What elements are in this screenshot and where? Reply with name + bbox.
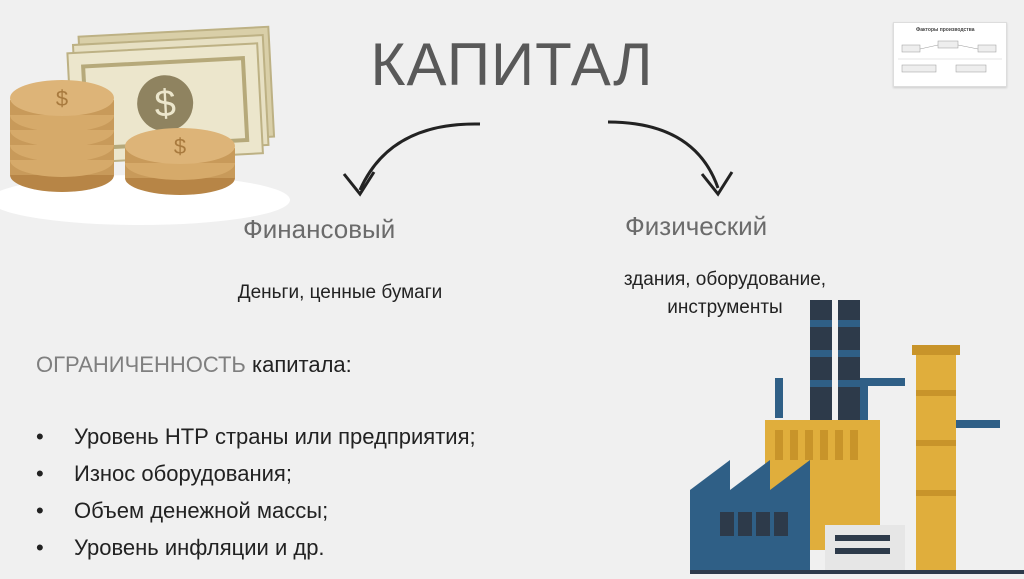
slide-title: КАПИТАЛ <box>370 31 654 98</box>
money-stack-illustration: $ $ $ <box>0 20 290 230</box>
curved-arrow-left-icon <box>342 122 481 197</box>
physical-capital-heading: Физический <box>625 211 768 241</box>
svg-text:$: $ <box>154 83 177 126</box>
physical-capital-description: здания, оборудование, инструменты <box>575 266 875 322</box>
limitation-heading: ОГРАНИЧЕННОСТЬ капитала: <box>36 352 352 378</box>
curved-arrow-right-icon <box>607 120 734 197</box>
svg-text:$: $ <box>174 134 186 159</box>
factory-illustration <box>690 290 1024 574</box>
limitation-accent: ОГРАНИЧЕННОСТЬ <box>36 352 246 377</box>
list-item: Износ оборудования; <box>36 455 476 492</box>
list-item: Уровень инфляции и др. <box>36 529 476 566</box>
financial-capital-heading: Финансовый <box>243 214 396 244</box>
slide-thumbnail[interactable]: Факторы производства <box>893 22 1007 87</box>
thumbnail-diagram <box>898 40 1002 73</box>
limitation-rest: капитала: <box>245 352 352 377</box>
physical-description-line: здания, оборудование, <box>623 269 827 290</box>
financial-capital-description: Деньги, ценные бумаги <box>237 282 443 303</box>
list-item: Объем денежной массы; <box>36 492 476 529</box>
money-stack-with-coins-icon: $ $ $ <box>0 25 290 225</box>
thumbnail-title: Факторы производства <box>916 27 975 33</box>
limitation-factors-list: Уровень НТР страны или предприятия; Изно… <box>36 418 476 566</box>
physical-description-line: инструменты <box>667 297 783 318</box>
list-item: Уровень НТР страны или предприятия; <box>36 418 476 455</box>
factory-icon <box>690 300 1024 574</box>
svg-text:$: $ <box>56 86 68 111</box>
